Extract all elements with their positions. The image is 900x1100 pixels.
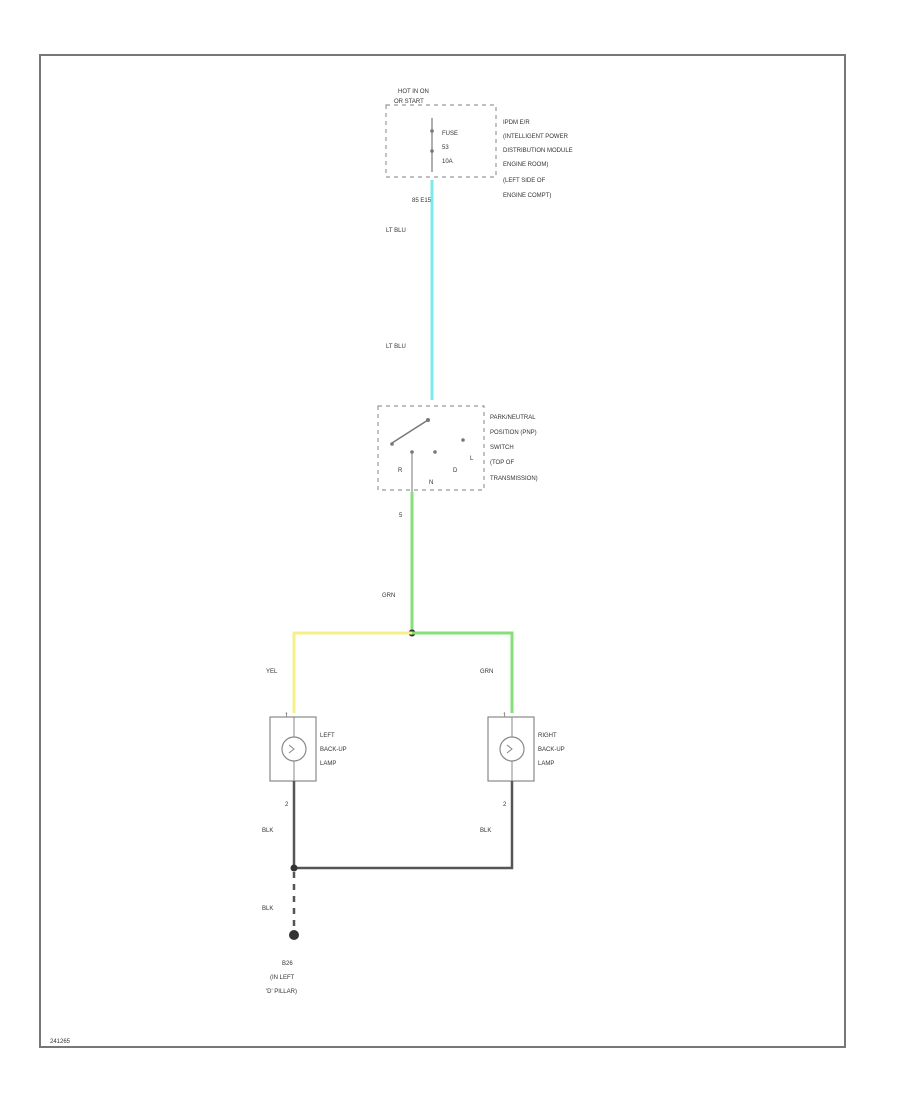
diagram-frame	[39, 54, 846, 1048]
right-lamp-desc-3: LAMP	[538, 761, 554, 767]
wire-label-blk-right: BLK	[480, 828, 491, 834]
wire-label-blk-left: BLK	[262, 828, 273, 834]
ipdm-desc-4: ENGINE ROOM)	[503, 162, 548, 168]
hot-in-label-1: HOT IN ON	[398, 89, 429, 95]
ground-desc-1: B26	[282, 961, 293, 967]
switch-contact-l	[461, 438, 465, 442]
switch-arm	[391, 419, 429, 444]
fuse-label-3: 10A	[442, 159, 453, 165]
ipdm-dashed-box	[385, 104, 497, 178]
fuse-terminal-top	[430, 129, 434, 133]
wire-label-lt-blu-top: LT BLU	[386, 228, 406, 234]
pnp-out-pin: 5	[399, 513, 403, 519]
ipdm-desc-6: ENGINE COMPT)	[503, 193, 551, 199]
ground-desc-3: 'D' PILLAR)	[266, 989, 297, 995]
left-lamp-box	[269, 716, 317, 782]
ipdm-desc-2: (INTELLIGENT POWER	[503, 134, 569, 140]
left-backup-lamp: 1 LEFT BACK-UP LAMP 2	[269, 713, 347, 808]
left-lamp-desc-1: LEFT	[320, 733, 335, 739]
left-lamp-filament	[288, 744, 295, 754]
ipdm-desc-1: IPDM E/R	[503, 120, 530, 126]
right-lamp-pin-bottom: 2	[503, 802, 507, 808]
wire-label-lt-blu-bottom: LT BLU	[386, 344, 406, 350]
pnp-desc-2: POSITION (PNP)	[490, 430, 537, 436]
wire-label-yel: YEL	[266, 669, 278, 675]
right-backup-lamp: 1 RIGHT BACK-UP LAMP 2	[487, 713, 565, 808]
pnp-desc-4: (TOP OF	[490, 460, 514, 466]
fuse-label-2: 53	[442, 145, 449, 151]
ipdm-fuse-block: HOT IN ON OR START FUSE 53 10A IPDM E/R …	[385, 89, 573, 204]
switch-contact-d	[433, 450, 437, 454]
right-lamp-box	[487, 716, 535, 782]
fuse-terminal-bottom	[430, 149, 434, 153]
left-lamp-pin-top: 1	[285, 713, 289, 719]
right-lamp-filament	[506, 744, 513, 754]
figure-code: 241265	[50, 1039, 71, 1045]
right-lamp-desc-2: BACK-UP	[538, 747, 565, 753]
switch-pos-r: R	[398, 468, 403, 474]
wire-grn-right	[412, 631, 514, 713]
pnp-switch: R N D L PARK/NEUTRAL POSITION (PNP) SWIT…	[377, 405, 538, 519]
ground-desc-2: (IN LEFT	[270, 975, 295, 981]
ipdm-desc-3: DISTRIBUTION MODULE	[503, 148, 573, 154]
left-lamp-desc-2: BACK-UP	[320, 747, 347, 753]
wire-blk-right	[294, 781, 514, 870]
fuse-label-1: FUSE	[442, 131, 458, 137]
wire-label-blk-ground: BLK	[262, 906, 273, 912]
ground-splice	[290, 864, 298, 872]
switch-pos-n: N	[429, 480, 433, 486]
ipdm-desc-5: (LEFT SIDE OF	[503, 178, 546, 184]
right-lamp-desc-1: RIGHT	[538, 733, 557, 739]
switch-pos-l: L	[470, 456, 474, 462]
pnp-dashed-box	[377, 405, 485, 491]
pnp-desc-1: PARK/NEUTRAL	[490, 415, 536, 421]
ground-point: B26 (IN LEFT 'D' PILLAR)	[266, 930, 299, 995]
pnp-desc-5: TRANSMISSION)	[490, 476, 538, 482]
ipdm-pin-label: 85 E15	[412, 198, 432, 204]
left-lamp-desc-3: LAMP	[320, 761, 336, 767]
wire-label-grn-right: GRN	[480, 669, 493, 675]
switch-pos-d: D	[453, 468, 458, 474]
right-lamp-pin-top: 1	[503, 713, 507, 719]
wire-yel-left	[292, 631, 412, 713]
ground-icon	[289, 930, 299, 940]
pnp-desc-3: SWITCH	[490, 445, 514, 451]
wire-label-grn-main: GRN	[382, 593, 395, 599]
left-lamp-pin-bottom: 2	[285, 802, 289, 808]
hot-in-label-2: OR START	[394, 99, 424, 105]
switch-contact-r	[390, 442, 394, 446]
